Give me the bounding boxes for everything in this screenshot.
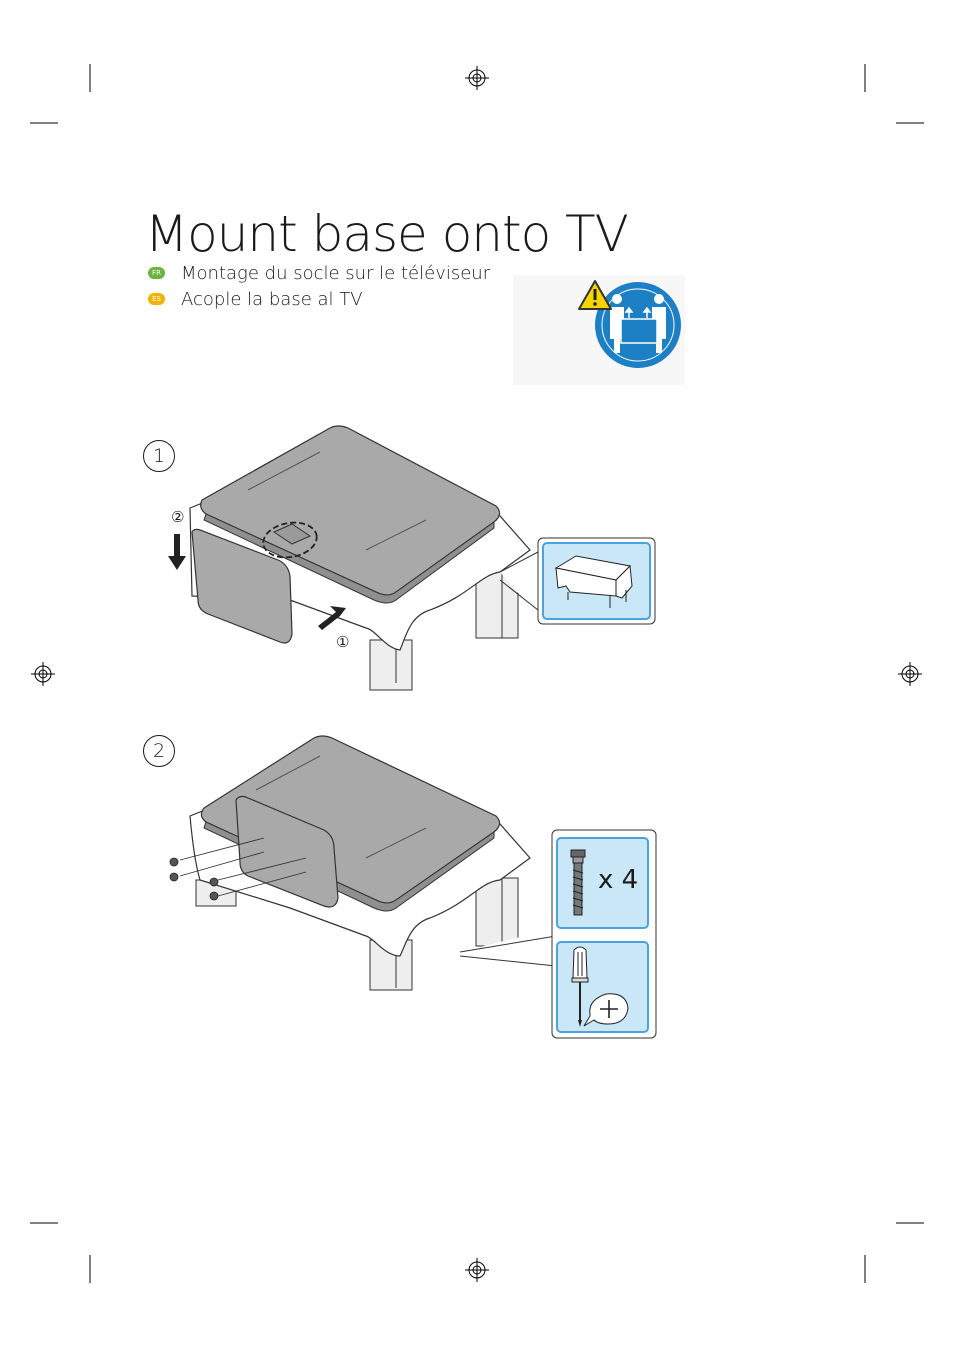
screw-icon: [570, 849, 586, 916]
step-1-illustration: [168, 425, 656, 691]
crosshair-bottom: [465, 1258, 489, 1282]
step-2-number: 2: [143, 735, 175, 767]
subtitle-fr-text: Montage du socle sur le téléviseur: [181, 262, 491, 284]
crosshair-right: [898, 662, 922, 686]
step-1-marker-2: ②: [171, 508, 185, 526]
cloth-covered-table-icon: [554, 555, 633, 608]
subtitle-fr: FR Montage du socle sur le téléviseur: [148, 262, 490, 284]
crosshair-left: [31, 662, 55, 686]
lang-badge-es: ES: [148, 293, 165, 305]
lang-badge-fr: FR: [148, 267, 165, 279]
step-1-number: 1: [143, 440, 175, 472]
step-2-illustration: [169, 735, 657, 1039]
screw-quantity: x 4: [598, 865, 639, 895]
step-1-marker-1: ①: [336, 633, 350, 651]
page-title: Mount base onto TV: [145, 205, 629, 263]
two-person-lift-warning-icon: [513, 275, 685, 385]
crosshair-top: [465, 66, 489, 90]
subtitle-es-text: Acople la base al TV: [181, 288, 363, 310]
subtitle-es: ES Acople la base al TV: [148, 288, 363, 310]
phillips-screwdriver-icon: [571, 946, 629, 1027]
